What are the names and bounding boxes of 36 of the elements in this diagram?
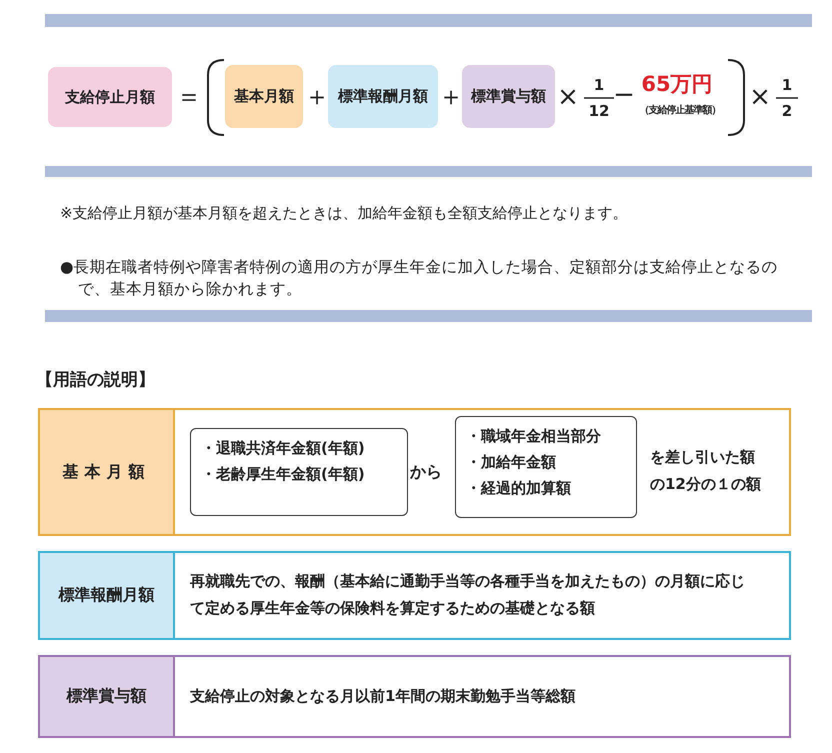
multiply-sign: × — [748, 82, 772, 112]
amount-note: （支給停止基準額） — [638, 104, 722, 117]
formula-term-box: 標準賞与額 — [462, 65, 555, 128]
fraction-numerator: 1 — [780, 76, 794, 94]
multiply-sign: × — [556, 82, 580, 112]
definition-text: 支給停止の対象となる月以前1年間の期末勤勉手当等総額 — [190, 686, 576, 706]
plus-sign: ＋ — [304, 82, 328, 112]
list-item: ・退職共済年金額(年額) — [201, 438, 366, 459]
plus-sign: ＋ — [438, 82, 462, 112]
bullet-note-text: ●長期在職者特例や障害者特例の適用の方が厚生年金に加入した場合、定額部分は支給停止となるので、基本月額から除かれます。 — [60, 257, 779, 300]
formula-term-box: 標準報酬月額 — [328, 65, 438, 128]
list-item: ・経過的加算額 — [466, 478, 572, 499]
fraction-numerator: 1 — [592, 76, 606, 94]
list-item: ・職域年金相当部分 — [466, 426, 602, 447]
item-list-box — [190, 428, 408, 516]
definition-row-panel — [38, 551, 791, 640]
definition-text: 再就職先での、報酬（基本給に通勤手当等の各種手当を加えたもの）の月額に応じて定める厚生年金等の保険料を算定するための基礎となる額 — [190, 570, 746, 618]
amount-value: 65万円 — [640, 71, 714, 98]
definition-text: を差し引いた額の12分の１の額 — [650, 447, 762, 495]
equals-sign: ＝ — [176, 82, 200, 112]
item-list-box — [455, 416, 637, 518]
list-item: ・加給年金額 — [466, 452, 557, 473]
term-header: 基本月額 — [40, 410, 175, 534]
term-header: 標準報酬月額 — [40, 553, 175, 638]
section-heading: 【用語の説明】 — [36, 369, 155, 391]
formula-term-box: 基本月額 — [225, 65, 303, 128]
note-text: ※支給停止月額が基本月額を超えたときは、加給年金額も全額支給停止となります。 — [60, 204, 629, 223]
fraction-denominator: 12 — [588, 102, 610, 120]
formula-term-box: 支給停止月額 — [48, 67, 172, 127]
minus-sign: − — [612, 80, 636, 110]
term-header: 標準賞与額 — [40, 657, 175, 736]
connecting-word: から — [410, 461, 442, 483]
fraction-denominator: 2 — [780, 102, 794, 120]
list-item: ・老齢厚生年金額(年額) — [201, 464, 366, 485]
definition-row-panel — [38, 408, 791, 536]
definition-row-panel — [38, 655, 791, 738]
